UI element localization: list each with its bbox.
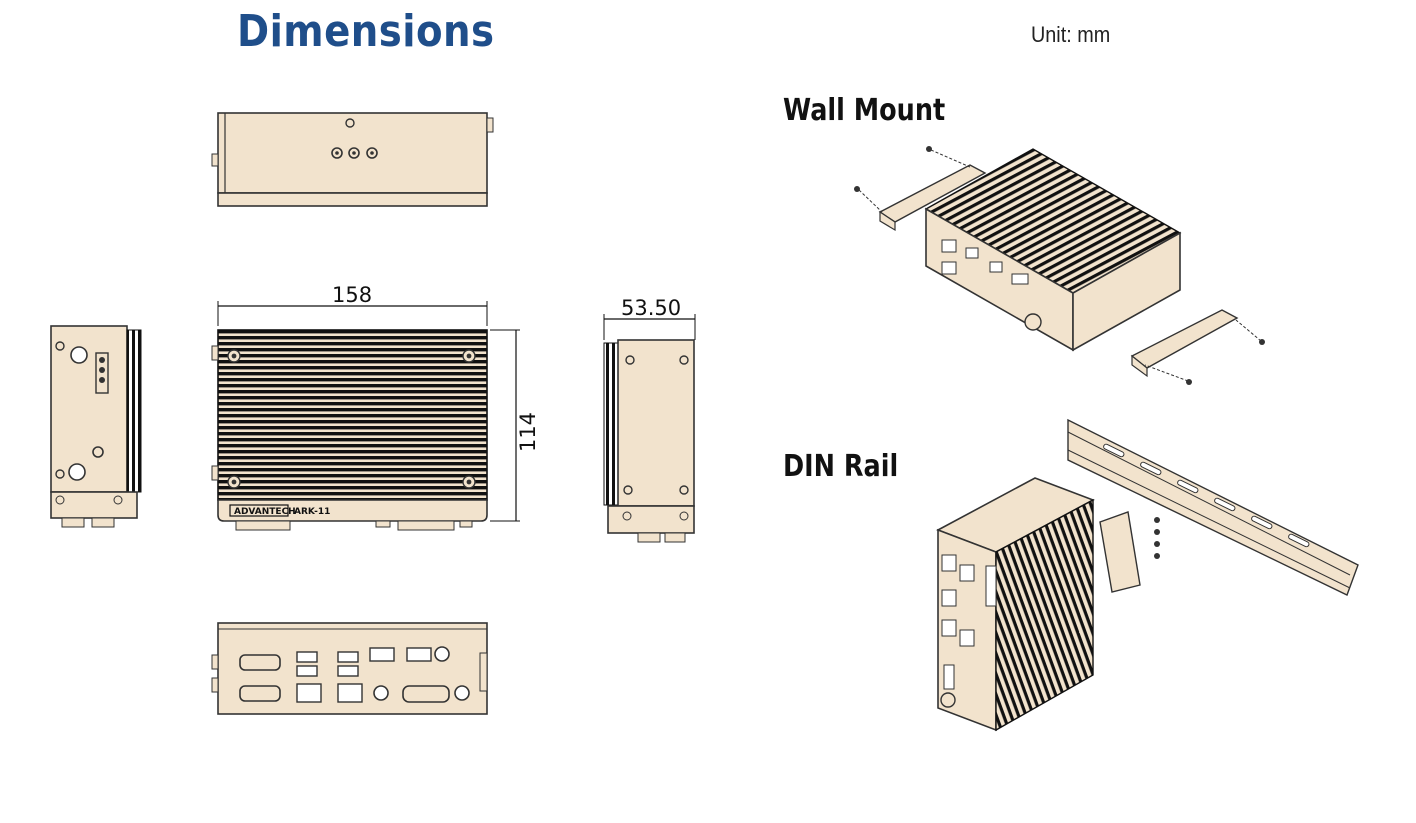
depth-dimension-label: 53.50 (621, 296, 682, 320)
wall-mount-heading: Wall Mount (783, 93, 946, 128)
right-side-view (603, 314, 696, 543)
front-model-text: ARK-11 (294, 507, 330, 517)
wall-mount-illustration (854, 146, 1265, 385)
front-brand-text: ADVANTECH (234, 507, 296, 517)
page-title: Dimensions (237, 6, 495, 57)
din-rail-illustration (936, 418, 1359, 732)
top-view (211, 112, 494, 207)
front-view: ADVANTECH ARK-11 (211, 301, 520, 531)
width-dimension-label: 158 (332, 283, 373, 307)
rear-io-view (211, 622, 488, 715)
din-rail-heading: DIN Rail (783, 449, 899, 484)
left-side-view (50, 325, 142, 528)
unit-label: Unit: mm (1031, 22, 1111, 47)
